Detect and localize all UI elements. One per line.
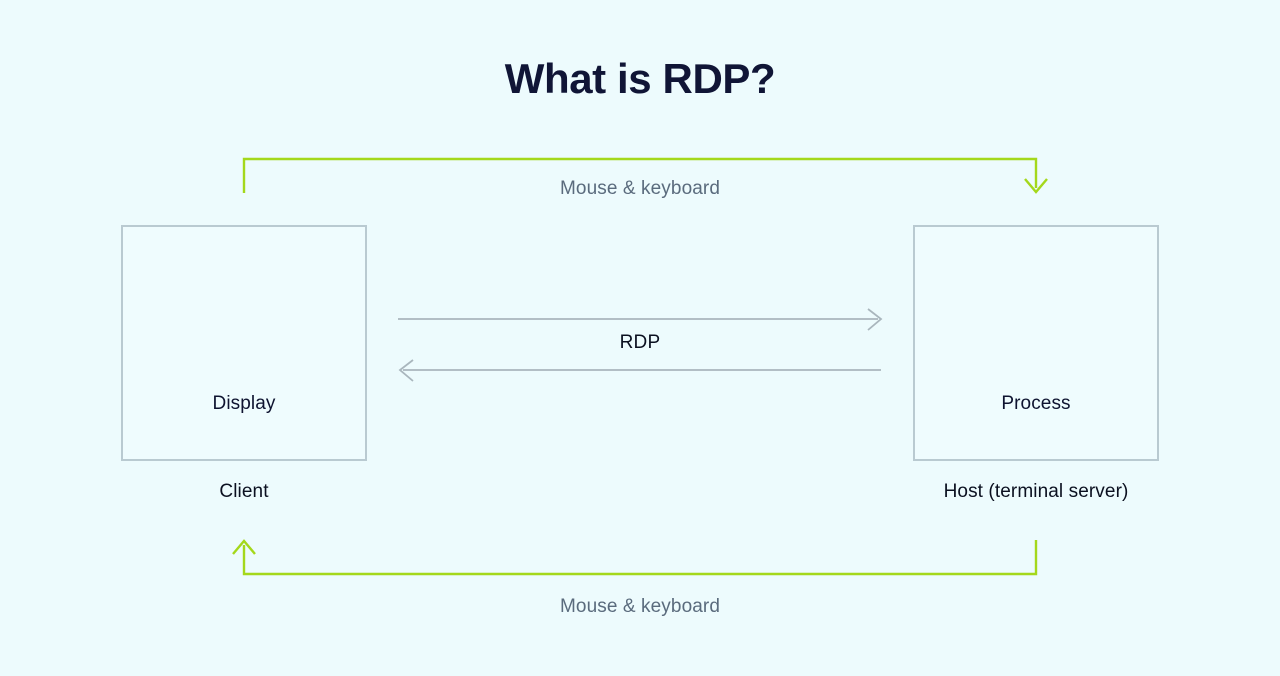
connector-bottom-arrowhead-icon: [232, 539, 256, 555]
connector-top-label: Mouse & keyboard: [559, 178, 721, 199]
connector-rdp-back: [398, 359, 881, 382]
host-inner-label: Process: [1001, 393, 1071, 414]
client-inner-label: Display: [212, 393, 276, 414]
connector-top-mouse-keyboard: [242, 157, 1048, 194]
connector-bottom-label: Mouse & keyboard: [559, 596, 721, 617]
connector-rdp-forward: [398, 308, 883, 331]
host-caption: Host (terminal server): [943, 481, 1129, 502]
connector-rdp-back-arrowhead-icon: [398, 359, 414, 382]
connector-top-path: [242, 157, 1038, 193]
connector-bottom-path: [242, 540, 1038, 576]
connector-bottom-mouse-keyboard: [232, 539, 1038, 576]
node-client-box: Display: [121, 225, 367, 461]
page-title: What is RDP?: [504, 55, 776, 102]
connector-rdp-label: RDP: [619, 332, 661, 353]
node-host-box: Process: [913, 225, 1159, 461]
client-caption: Client: [219, 481, 269, 502]
connector-rdp-forward-arrowhead-icon: [867, 308, 883, 331]
connector-top-arrowhead-icon: [1024, 178, 1048, 194]
